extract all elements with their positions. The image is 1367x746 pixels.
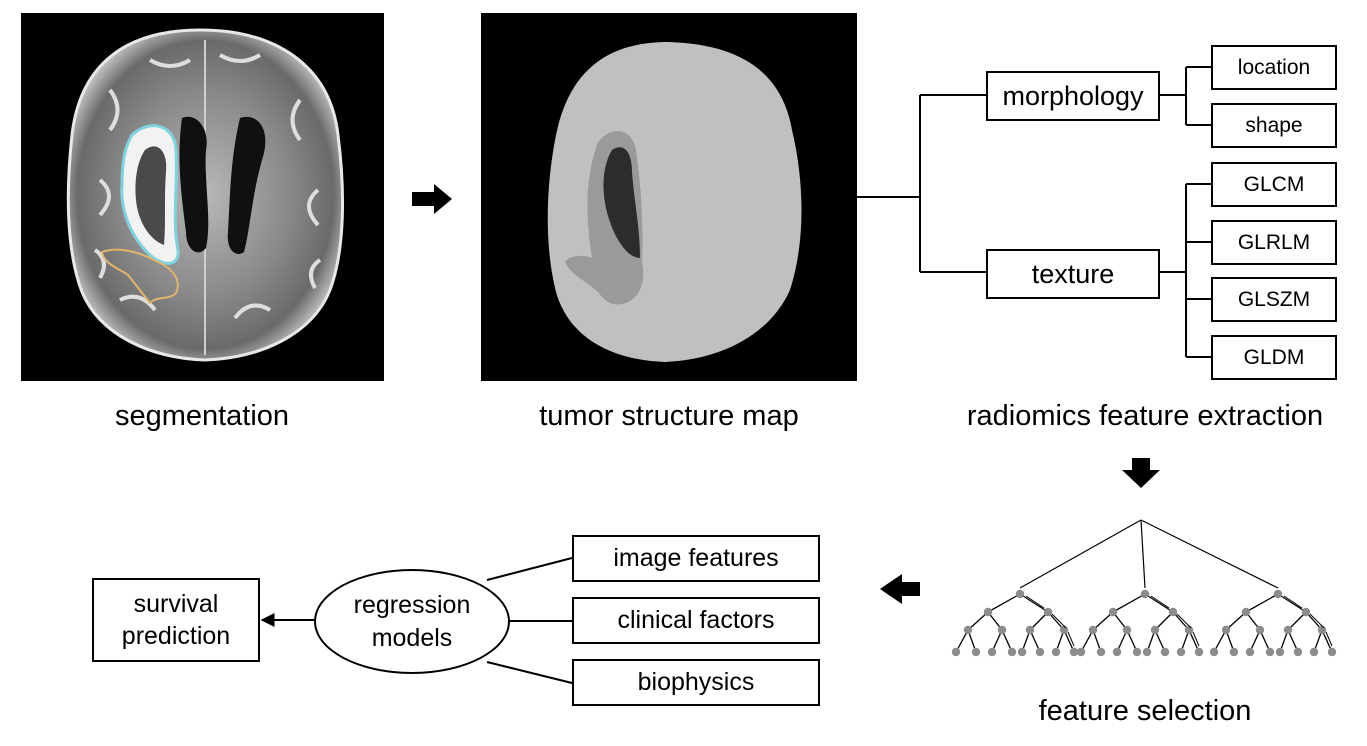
glszm-box: GLSZM	[1211, 277, 1337, 322]
regression-models-ellipse: regression models	[314, 569, 510, 674]
clinical-factors-box: clinical factors	[572, 597, 820, 644]
image-features-box: image features	[572, 535, 820, 582]
caption-feature-selection: feature selection	[1038, 695, 1252, 727]
biophysics-box: biophysics	[572, 659, 820, 706]
glrlm-box: GLRLM	[1211, 220, 1337, 265]
glcm-box: GLCM	[1211, 162, 1337, 207]
caption-radiomics-feature-extraction: radiomics feature extraction	[966, 400, 1324, 432]
location-box: location	[1211, 45, 1337, 90]
decision-tree-icon	[951, 519, 1337, 657]
right-arrow-icon	[412, 184, 452, 214]
shape-box: shape	[1211, 103, 1337, 148]
regression-models-line1: regression	[353, 591, 471, 619]
tumor-structure-map-image	[481, 13, 857, 381]
morphology-box: morphology	[986, 71, 1160, 121]
input-connectors	[486, 557, 573, 684]
mri-image	[21, 13, 384, 381]
enhancing-contour	[120, 124, 180, 265]
gldm-box: GLDM	[1211, 335, 1337, 380]
survival-prediction-line1: survival	[133, 589, 219, 618]
feature-tree-connectors	[857, 66, 1211, 358]
edema-contour	[100, 248, 179, 305]
caption-tumor-structure-map: tumor structure map	[539, 400, 799, 432]
survival-prediction-box: survival prediction	[92, 578, 260, 662]
survival-prediction-line2: prediction	[121, 622, 231, 650]
left-arrow-icon	[880, 574, 920, 604]
down-arrow-icon	[1122, 458, 1160, 488]
texture-box: texture	[986, 249, 1160, 299]
regression-models-line2: models	[371, 623, 453, 652]
caption-segmentation: segmentation	[114, 400, 290, 432]
